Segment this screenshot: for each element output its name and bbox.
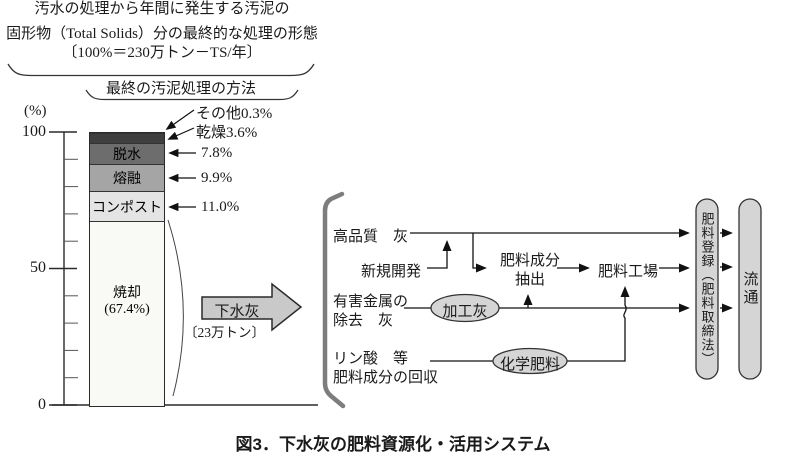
flow-left-bracket (322, 191, 346, 409)
flow-phosphate-line1: リン酸 等 (333, 351, 409, 367)
flow-new-development: 新規開発 (361, 264, 422, 280)
fertilizer-factory-label: 肥料工場 (597, 264, 658, 280)
bar-segment-value-label: (67.4%) (104, 302, 150, 318)
sewage-ash-arrow-sublabel: 〔23万トン〕 (184, 325, 265, 340)
segment-label-kansou: 乾燥3.6% (196, 125, 258, 141)
bar-segment-その他 (90, 133, 164, 134)
extraction-node-line2: 抽出 (514, 272, 545, 288)
segment-pointer-arrows (165, 109, 196, 212)
y-axis-unit-label: (%) (24, 103, 47, 119)
stacked-bar: 脱水熔融コンポスト焼却(67.4%) (89, 132, 165, 407)
bar-segment-label: 熔融 (113, 172, 141, 188)
flow-harmful-metal-line2: 除去 灰 (333, 313, 394, 329)
distribution-capsule (738, 198, 762, 380)
y-tick-100: 100 (22, 123, 46, 140)
y-tick-0: 0 (38, 396, 46, 413)
chemical-fertilizer-ellipse (492, 347, 568, 375)
y-tick-50: 50 (30, 259, 46, 276)
fertilizer-registration-capsule (695, 198, 719, 380)
method-brace (85, 89, 299, 101)
processed-ash-ellipse (430, 293, 500, 323)
extraction-node-line1: 肥料成分 (499, 253, 560, 269)
segment-label-dassui-pct: 7.8% (201, 145, 233, 161)
header-line-2: 固形物（Total Solids）分の最終的な処理の形態 (6, 26, 318, 42)
gather-paren-curve (167, 219, 184, 397)
flow-high-quality-ash: 高品質 灰 (333, 229, 409, 245)
header-line-1: 汚水の処理から年間に発生する汚泥の (34, 1, 290, 17)
header-brace (7, 63, 315, 77)
bar-segment-乾燥 (90, 134, 164, 144)
segment-label-compost-pct: 11.0% (201, 199, 240, 215)
bar-segment-label: コンポスト (92, 200, 162, 216)
header-line-3: 〔100%＝230万トン－TS/年〕 (62, 45, 262, 61)
figure-caption: 図3．下水灰の肥料資源化・活用システム (235, 435, 551, 454)
flow-harmful-metal-line1: 有害金属の (333, 294, 409, 310)
bar-segment-焼却: 焼却(67.4%) (90, 222, 164, 406)
flow-connectors (404, 228, 733, 362)
sewage-ash-arrow-label: 下水灰 (214, 304, 260, 320)
bar-segment-label: 焼却 (113, 286, 141, 302)
bar-segment-コンポスト: コンポスト (90, 192, 164, 223)
segment-label-youyuu-pct: 9.9% (201, 170, 233, 186)
segment-label-sonota: その他0.3% (196, 106, 273, 122)
distribution-label: 流通 (741, 271, 758, 307)
chemical-fertilizer-label: 化学肥料 (499, 357, 560, 373)
bar-segment-label: 脱水 (113, 147, 141, 163)
bar-segment-熔融: 熔融 (90, 165, 164, 193)
fertilizer-registration-label: 肥料登録（肥料取締法） (699, 212, 715, 366)
method-brace-label: 最終の汚泥処理の方法 (105, 81, 256, 97)
bar-segment-脱水: 脱水 (90, 143, 164, 166)
y-axis-minor-ticks (64, 158, 78, 379)
sewage-ash-arrow (201, 282, 303, 332)
flow-phosphate-line2: 肥料成分の回収 (333, 370, 439, 386)
processed-ash-label: 加工灰 (442, 304, 488, 320)
